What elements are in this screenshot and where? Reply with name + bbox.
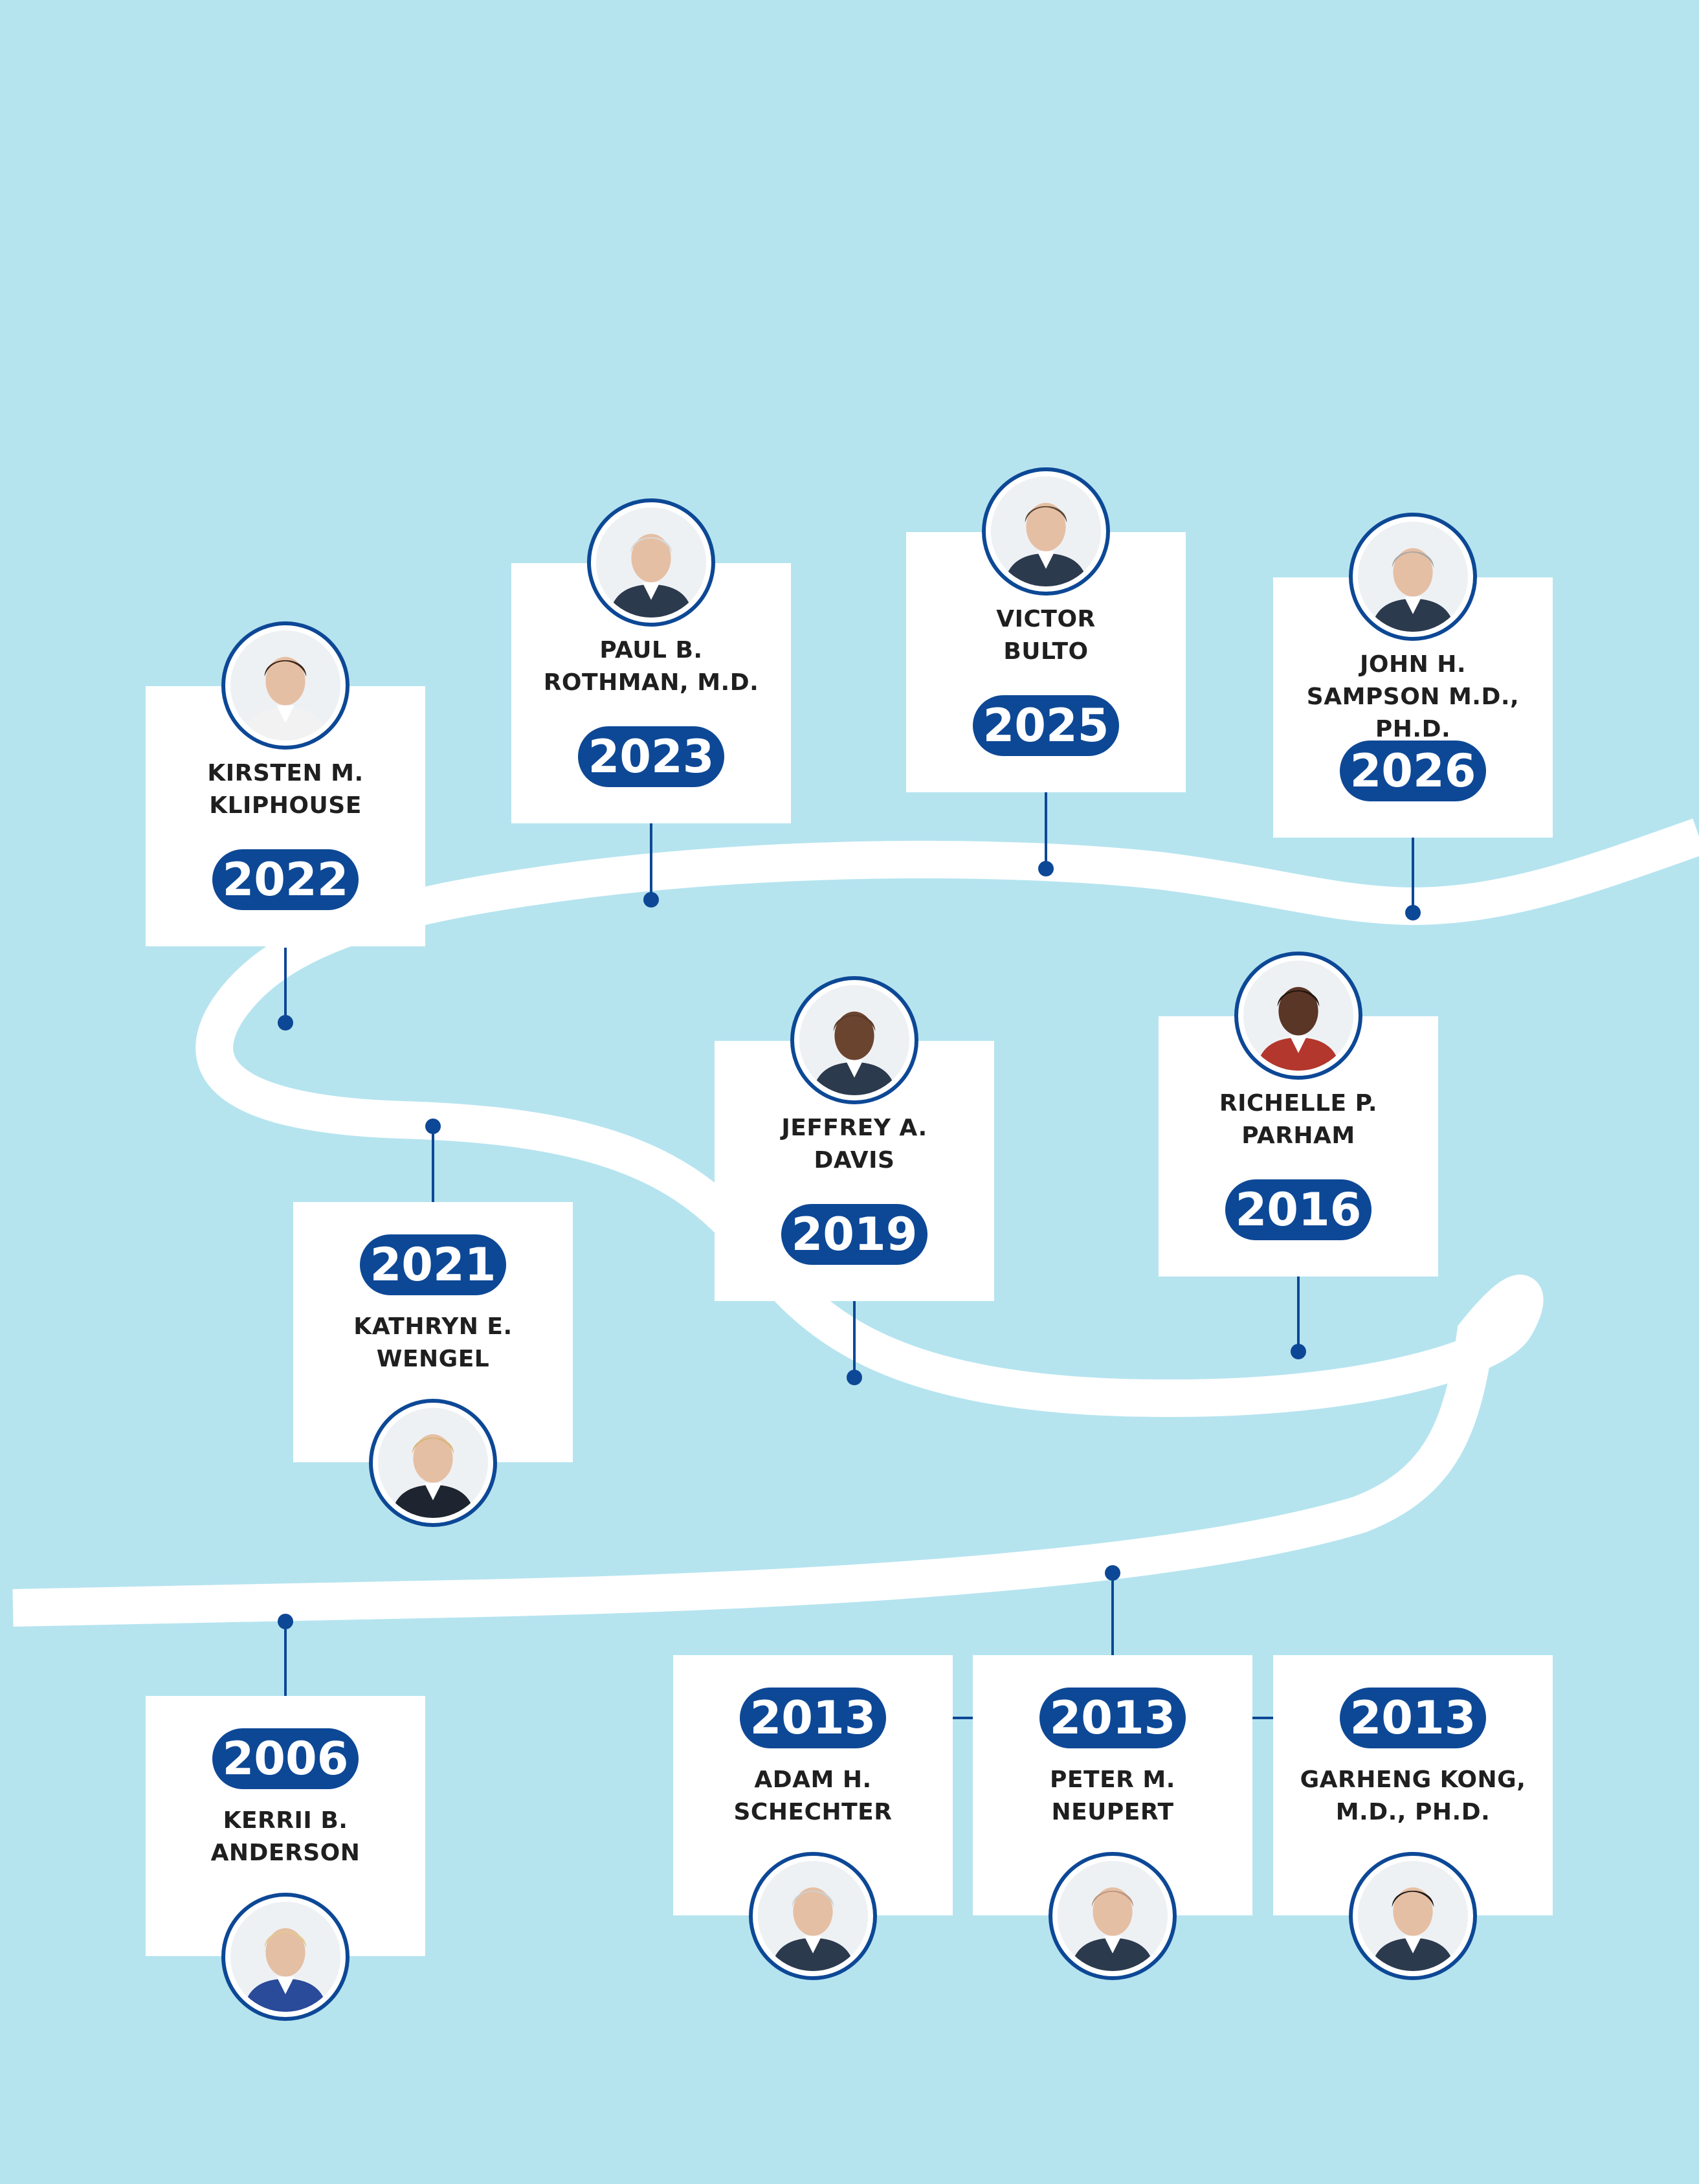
neupert-dot bbox=[1105, 1565, 1120, 1581]
person-name: VICTOR BULTO bbox=[906, 603, 1186, 668]
year-badge: 2022 bbox=[212, 849, 359, 910]
rothman-dot bbox=[643, 892, 659, 908]
person-name-line: RICHELLE P. bbox=[1219, 1090, 1378, 1117]
wengel-dot bbox=[425, 1119, 441, 1134]
year-badge: 2006 bbox=[212, 1728, 359, 1789]
person-name-line: ADAM H. bbox=[754, 1766, 872, 1793]
person-name-line: SCHECHTER bbox=[733, 1799, 893, 1825]
person-name-line: WENGEL bbox=[376, 1346, 490, 1372]
year-badge: 2023 bbox=[578, 726, 724, 787]
avatar bbox=[749, 1852, 877, 1980]
avatar bbox=[790, 976, 918, 1104]
avatar bbox=[1234, 952, 1362, 1080]
portrait-man-gray-hair-glasses-icon bbox=[1358, 522, 1468, 632]
person-name-line: KATHRYN E. bbox=[353, 1313, 513, 1340]
portrait-woman-blonde-icon bbox=[378, 1408, 488, 1518]
portrait-man-bald-beard-icon bbox=[1058, 1861, 1168, 1971]
portrait-man-glasses-icon bbox=[991, 476, 1101, 586]
person-name-line: JEFFREY A. bbox=[781, 1115, 927, 1141]
avatar bbox=[1349, 513, 1477, 641]
person-name-line: KIRSTEN M. bbox=[207, 760, 364, 786]
person-name-line: M.D., PH.D. bbox=[1335, 1799, 1491, 1825]
avatar bbox=[369, 1399, 497, 1527]
anderson-dot bbox=[278, 1614, 293, 1629]
portrait-man-dark-hair-icon bbox=[1358, 1861, 1468, 1971]
year-badge: 2013 bbox=[1039, 1688, 1186, 1748]
year-badge: 2025 bbox=[973, 695, 1119, 756]
year-badge: 2013 bbox=[1340, 1688, 1486, 1748]
person-name: ADAM H. SCHECHTER bbox=[673, 1764, 953, 1829]
person-name: PETER M. NEUPERT bbox=[973, 1764, 1252, 1829]
person-name: KERRII B. ANDERSON bbox=[146, 1805, 425, 1869]
avatar bbox=[587, 498, 715, 627]
person-name-line: PAUL B. bbox=[599, 637, 703, 663]
parham-dot bbox=[1291, 1344, 1306, 1359]
sampson-dot bbox=[1405, 905, 1421, 920]
kliphouse-dot bbox=[278, 1015, 293, 1031]
portrait-man-bald-icon bbox=[799, 985, 909, 1095]
year-badge: 2016 bbox=[1225, 1179, 1371, 1240]
portrait-man-gray-hair-icon bbox=[758, 1861, 868, 1971]
person-name: JEFFREY A. DAVIS bbox=[715, 1112, 994, 1177]
person-name-line: KLIPHOUSE bbox=[209, 792, 362, 819]
person-name-line: VICTOR bbox=[996, 606, 1096, 632]
person-name-line: NEUPERT bbox=[1051, 1799, 1174, 1825]
person-name: KIRSTEN M. KLIPHOUSE bbox=[146, 757, 425, 822]
avatar bbox=[1049, 1852, 1177, 1980]
portrait-man-white-hair-icon bbox=[596, 507, 706, 618]
portrait-woman-dark-hair-icon bbox=[230, 630, 340, 741]
person-name-line: PETER M. bbox=[1050, 1766, 1175, 1793]
portrait-woman-dark-hair-red-icon bbox=[1243, 961, 1353, 1071]
avatar bbox=[982, 467, 1110, 596]
person-name-line: BULTO bbox=[1003, 638, 1089, 665]
year-badge: 2013 bbox=[740, 1688, 886, 1748]
person-name: JOHN H. SAMPSON M.D., PH.D. bbox=[1273, 649, 1553, 746]
avatar bbox=[1349, 1852, 1477, 1980]
person-name: RICHELLE P. PARHAM bbox=[1159, 1087, 1438, 1152]
person-name-line: ROTHMAN, M.D. bbox=[543, 669, 759, 696]
davis-dot bbox=[847, 1370, 862, 1385]
person-name-line: PARHAM bbox=[1241, 1122, 1355, 1149]
person-name-line: KERRII B. bbox=[223, 1807, 348, 1834]
person-name-line: GARHENG KONG, bbox=[1300, 1766, 1526, 1793]
year-badge: 2019 bbox=[781, 1204, 927, 1265]
person-name-line: JOHN H. bbox=[1359, 651, 1467, 678]
card-neupert: PETER M. NEUPERT 2013 bbox=[973, 1655, 1252, 1915]
avatar bbox=[221, 1893, 350, 2021]
avatar bbox=[221, 621, 350, 750]
person-name-line: ANDERSON bbox=[210, 1840, 361, 1866]
person-name: PAUL B. ROTHMAN, M.D. bbox=[511, 634, 791, 699]
person-name-line: DAVIS bbox=[814, 1147, 895, 1174]
person-name: GARHENG KONG, M.D., PH.D. bbox=[1273, 1764, 1553, 1829]
year-badge: 2026 bbox=[1340, 741, 1486, 801]
bulto-dot bbox=[1038, 861, 1054, 876]
portrait-woman-blonde-short-icon bbox=[230, 1902, 340, 2012]
year-badge: 2021 bbox=[360, 1234, 506, 1295]
person-name: KATHRYN E. WENGEL bbox=[293, 1311, 573, 1376]
person-name-line: SAMPSON M.D., PH.D. bbox=[1306, 684, 1520, 742]
